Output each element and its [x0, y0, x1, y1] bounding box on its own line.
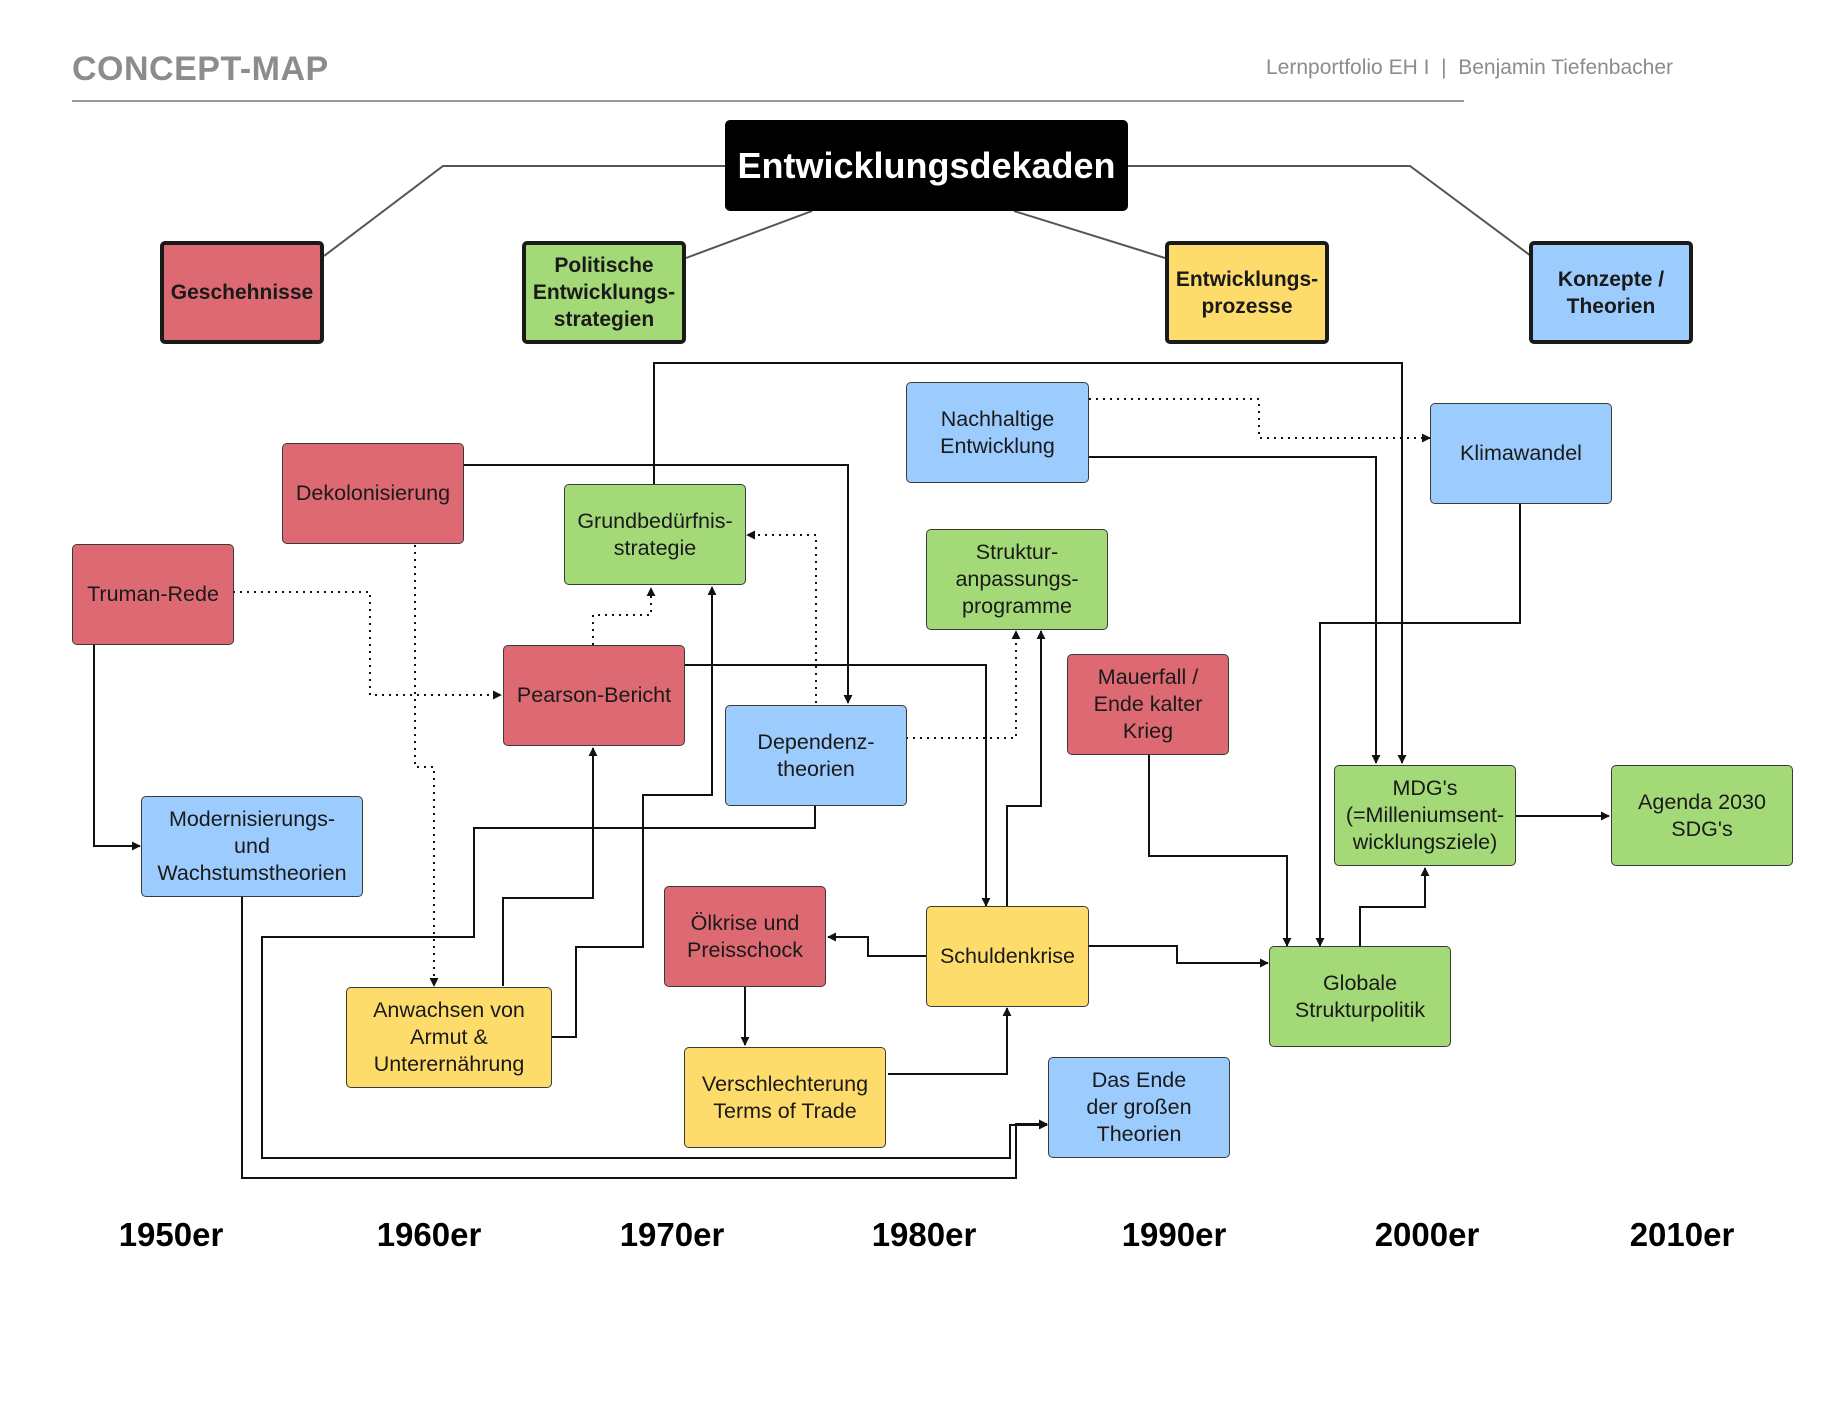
header-rule — [72, 100, 1464, 102]
edge-grundbeduerfnis-mdg — [653, 362, 1407, 764]
decade-1970er: 1970er — [619, 1216, 725, 1253]
edge-schuldenkrise-strukturanpassung — [1006, 630, 1046, 906]
edge-klimawandel-globale — [1315, 504, 1521, 947]
category-konzepte-theorien[interactable]: Konzepte / Theorien — [1529, 241, 1693, 344]
edge-pearson-schuldenkrise — [685, 664, 991, 907]
decade-1960er: 1960er — [376, 1216, 482, 1253]
node-schuldenkrise[interactable]: Schuldenkrise — [926, 906, 1089, 1007]
edge-dependenz-endetheorien — [261, 805, 1048, 1159]
category-entwicklungsprozesse[interactable]: Entwicklungs- prozesse — [1165, 241, 1329, 344]
node-truman-rede[interactable]: Truman-Rede — [72, 544, 234, 645]
edge-globale-mdg — [1359, 867, 1430, 946]
edge-schuldenkrise-oelkrise — [827, 932, 926, 957]
edge-modernisierung-endetheorien — [241, 897, 1048, 1179]
edge-terms-schuldenkrise — [888, 1007, 1012, 1075]
edge-nachhaltig-klimawandel — [1089, 398, 1431, 443]
node-strukturanpassungsprogramme[interactable]: Struktur- anpassungs- programme — [926, 529, 1108, 630]
category-politische-entwicklungsstrategien[interactable]: Politische Entwicklungs- strategien — [522, 241, 686, 344]
node-nachhaltige-entwicklung[interactable]: Nachhaltige Entwicklung — [906, 382, 1089, 483]
root-node[interactable]: Entwicklungsdekaden — [725, 120, 1128, 211]
edge-armut-grundbeduerfnis — [552, 586, 717, 1038]
node-pearson-bericht[interactable]: Pearson-Bericht — [503, 645, 685, 746]
node-globale-strukturpolitik[interactable]: Globale Strukturpolitik — [1269, 946, 1451, 1047]
node-dekolonisierung[interactable]: Dekolonisierung — [282, 443, 464, 544]
edge-schuldenkrise-globale — [1089, 945, 1269, 968]
node-modernisierung[interactable]: Modernisierungs- und Wachstumstheorien — [141, 796, 363, 897]
node-grundbeduerfnisstrategie[interactable]: Grundbedürfnis- strategie — [564, 484, 746, 585]
edge-root-geschehnisse — [323, 165, 725, 257]
node-oelkrise[interactable]: Ölkrise und Preisschock — [664, 886, 826, 987]
node-mdgs[interactable]: MDG's (=Milleniumsent- wicklungsziele) — [1334, 765, 1516, 866]
decade-2000er: 2000er — [1374, 1216, 1480, 1253]
node-mauerfall[interactable]: Mauerfall / Ende kalter Krieg — [1067, 654, 1229, 755]
edge-pearson-grundbeduerfnis — [592, 587, 656, 645]
node-anwachsen-armut[interactable]: Anwachsen von Armut & Unterernährung — [346, 987, 552, 1088]
edge-mauerfall-globale — [1148, 755, 1292, 947]
edge-dependenz-grundbeduerfnis — [746, 530, 817, 703]
edge-root-konzepte — [1128, 165, 1532, 257]
edge-dekolonisierung-armut — [414, 545, 439, 987]
node-klimawandel[interactable]: Klimawandel — [1430, 403, 1612, 504]
edge-nachhaltig-mdg — [1089, 456, 1381, 764]
node-terms-of-trade[interactable]: Verschlechterung Terms of Trade — [684, 1047, 886, 1148]
category-geschehnisse[interactable]: Geschehnisse — [160, 241, 324, 344]
edge-truman-modernisierung — [93, 644, 141, 851]
decade-1950er: 1950er — [118, 1216, 224, 1253]
node-dependenztheorien[interactable]: Dependenz- theorien — [725, 705, 907, 806]
edge-dekolonisierung-dependenz — [463, 464, 853, 704]
edge-truman-pearson — [233, 591, 502, 700]
node-agenda-2030[interactable]: Agenda 2030 SDG's — [1611, 765, 1793, 866]
decade-2010er: 2010er — [1629, 1216, 1735, 1253]
edge-armut-pearson — [502, 747, 598, 986]
node-ende-grosse-theorien[interactable]: Das Ende der großen Theorien — [1048, 1057, 1230, 1158]
page-title: CONCEPT-MAP — [72, 50, 329, 88]
edge-dependenz-strukturanpassung — [906, 630, 1021, 739]
edge-root-politische — [685, 210, 813, 259]
page-subtitle: Lernportfolio EH I | Benjamin Tiefenbach… — [1266, 56, 1674, 79]
decade-1990er: 1990er — [1121, 1216, 1227, 1253]
edge-root-prozesse — [1013, 210, 1166, 259]
decade-1980er: 1980er — [871, 1216, 977, 1253]
